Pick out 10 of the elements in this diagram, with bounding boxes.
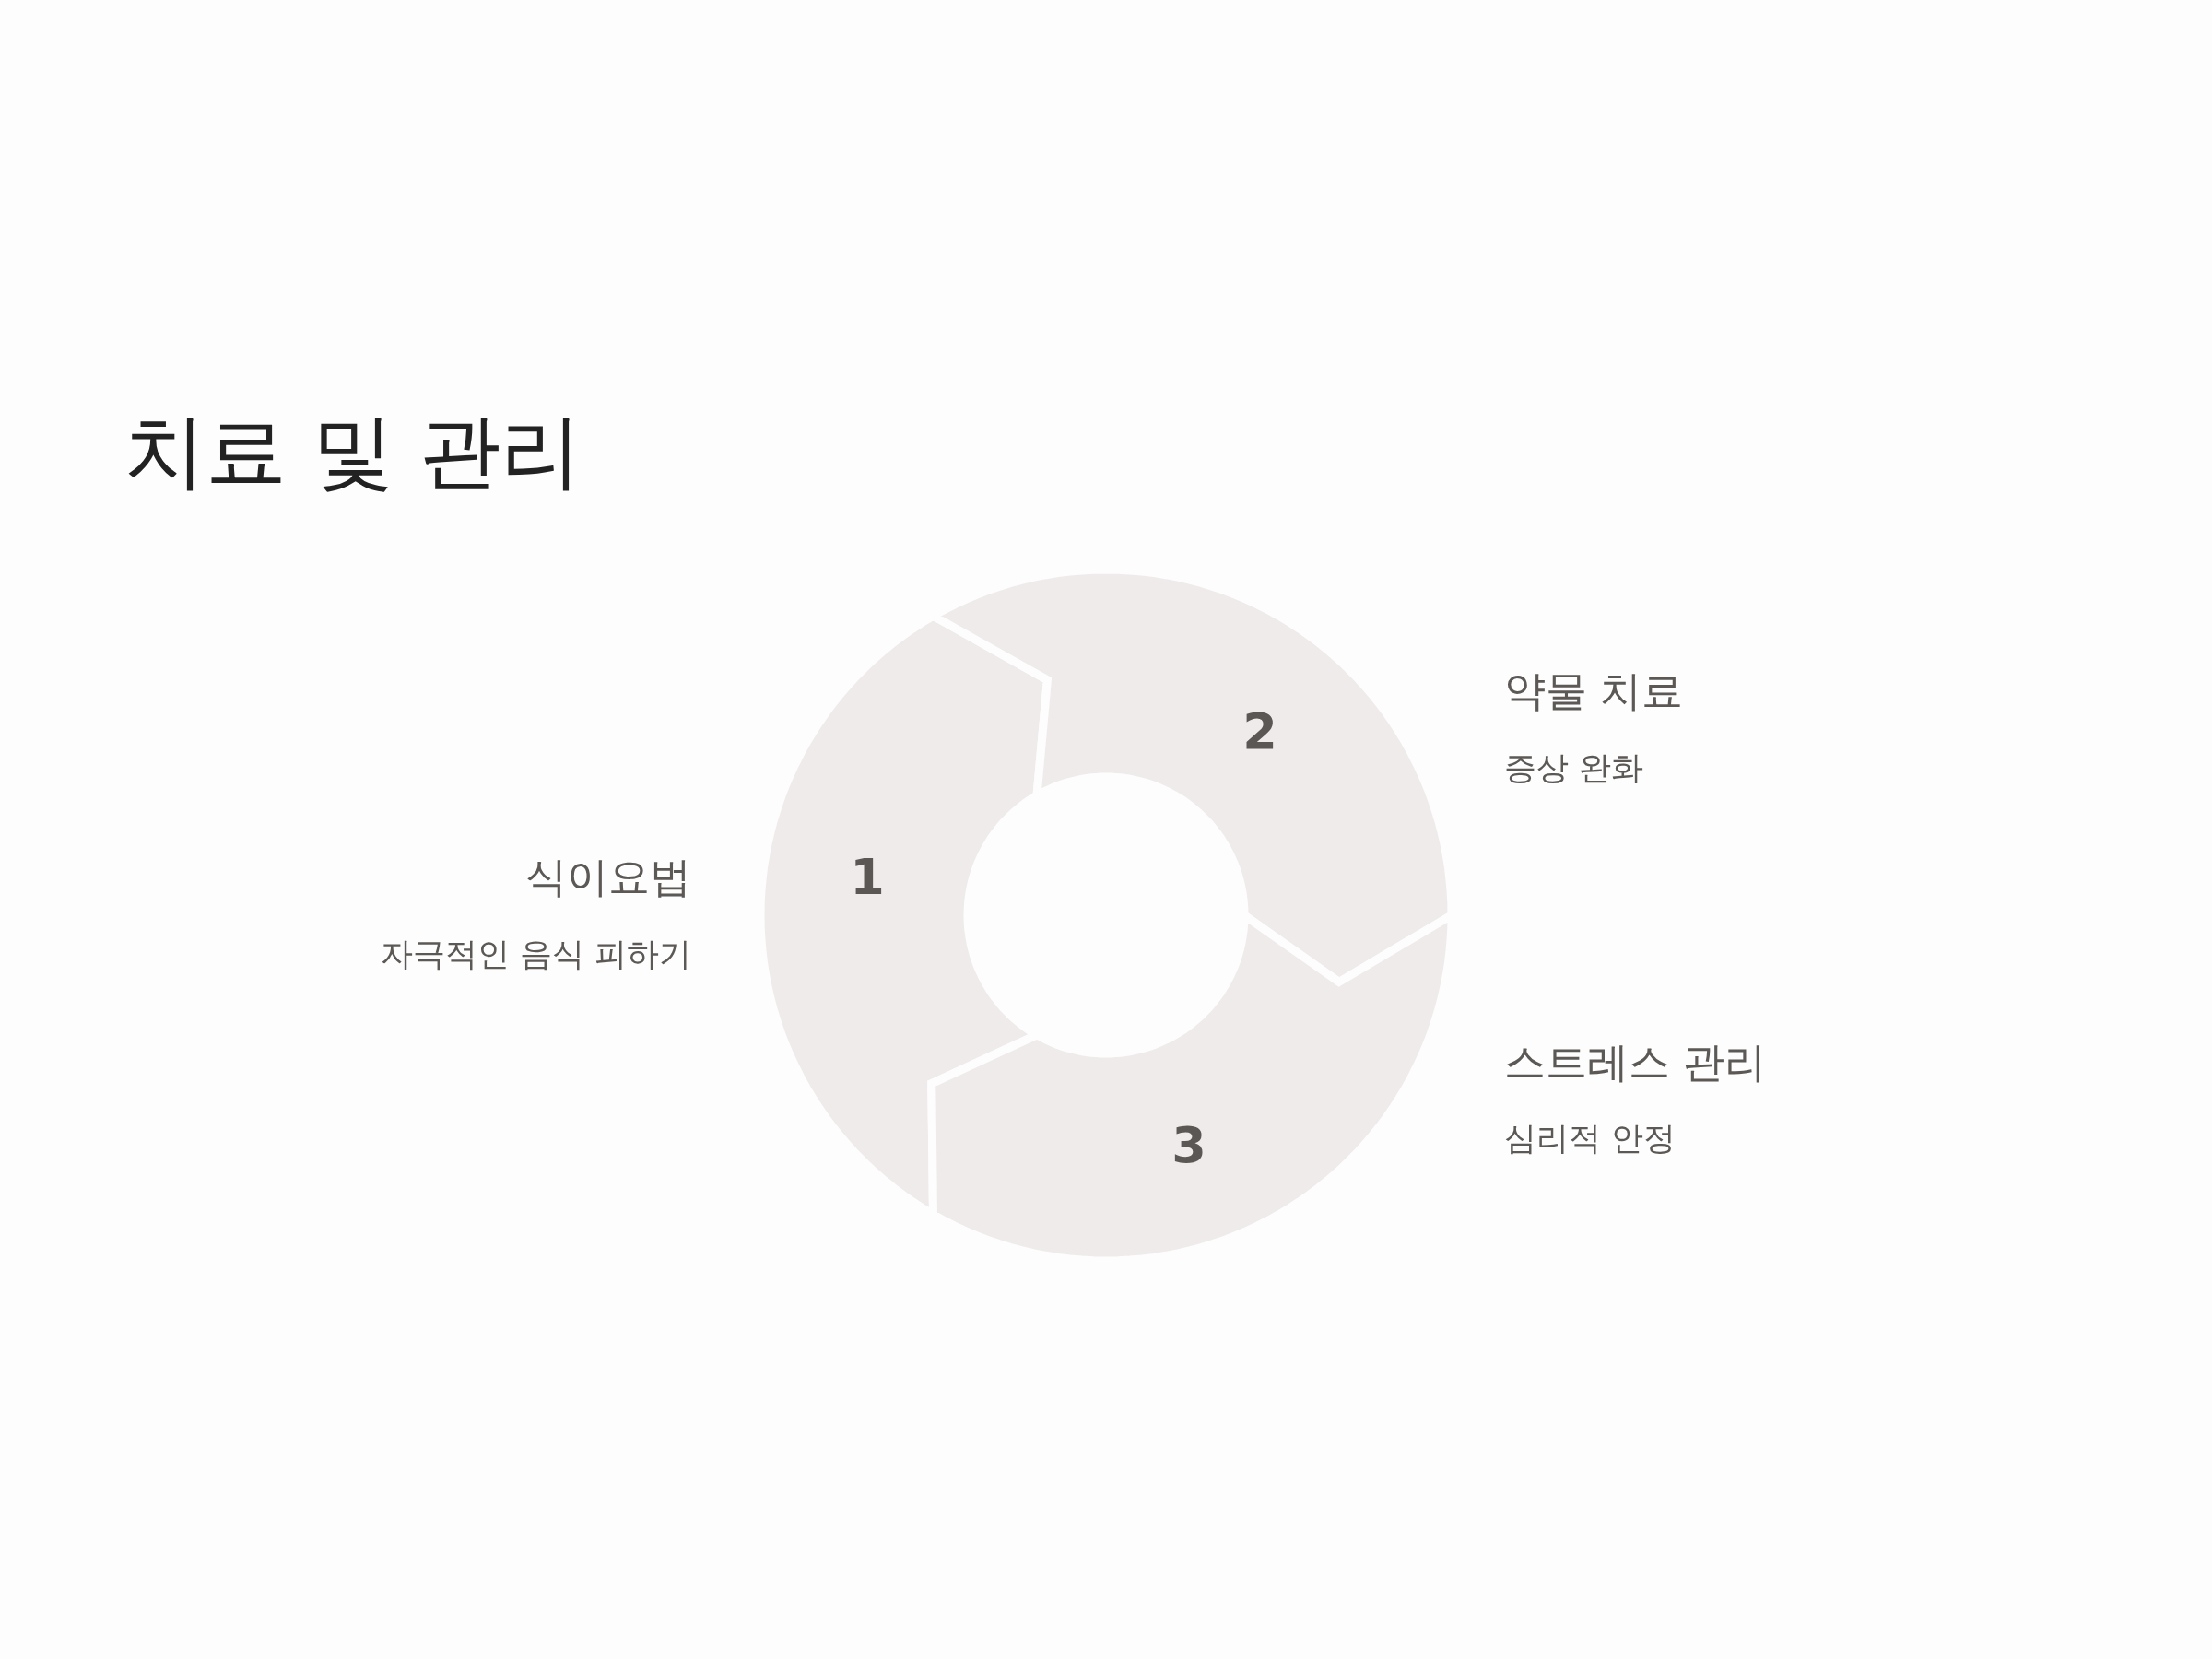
title: 치료 및 관리 — [124, 403, 582, 500]
step-number: 1 — [850, 847, 885, 908]
step-description: 심리적 안정 — [1504, 1119, 1677, 1158]
step-number: 3 — [1171, 1115, 1206, 1176]
step-number: 2 — [1242, 701, 1277, 762]
step-heading: 약물 치료 — [1504, 666, 1684, 716]
step-description: 증상 완화 — [1504, 748, 1644, 787]
step-heading: 스트레스 관리 — [1504, 1038, 1767, 1088]
step-heading: 식이요법 — [525, 853, 691, 902]
step-description: 자극적인 음식 피하기 — [380, 935, 691, 973]
